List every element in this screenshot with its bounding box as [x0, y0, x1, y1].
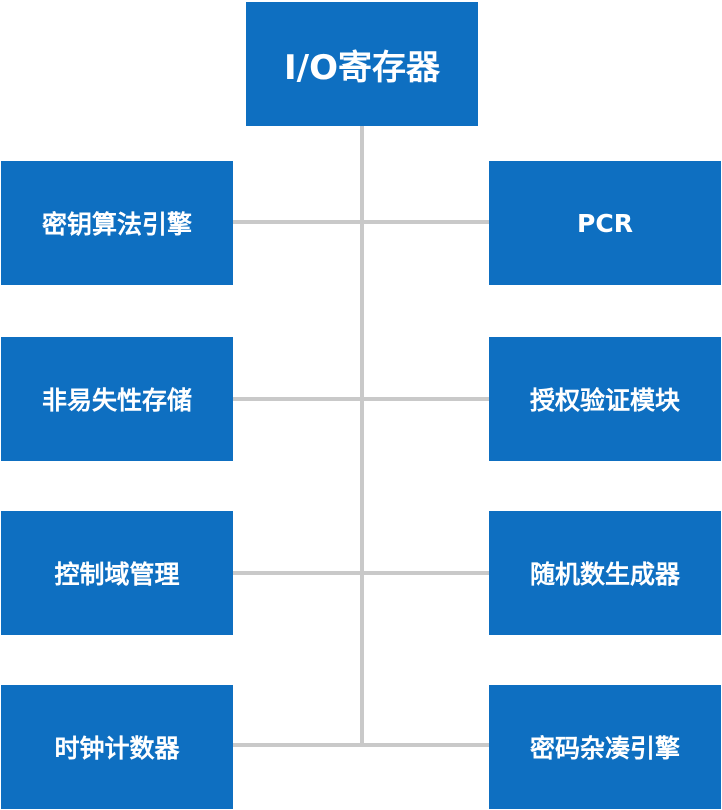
node-authorization-verification-module: 授权验证模块 [489, 337, 721, 461]
node-cryptographic-hash-engine: 密码杂凑引擎 [489, 685, 721, 809]
node-key-algorithm-engine-label: 密钥算法引擎 [41, 210, 192, 239]
node-pcr-label: PCR [577, 208, 633, 238]
node-authorization-verification-module-label: 授权验证模块 [529, 386, 680, 415]
node-control-domain-management: 控制域管理 [1, 511, 233, 635]
node-nonvolatile-storage: 非易失性存储 [1, 337, 233, 461]
node-cryptographic-hash-engine-label: 密码杂凑引擎 [529, 734, 680, 763]
node-clock-counter-label: 时钟计数器 [54, 734, 180, 763]
node-pcr: PCR [489, 161, 721, 285]
node-io-register-label: I/O寄存器 [284, 47, 440, 88]
node-random-number-generator-label: 随机数生成器 [529, 560, 680, 589]
node-random-number-generator: 随机数生成器 [489, 511, 721, 635]
node-clock-counter: 时钟计数器 [1, 685, 233, 809]
node-key-algorithm-engine: 密钥算法引擎 [1, 161, 233, 285]
node-io-register: I/O寄存器 [246, 2, 478, 126]
node-control-domain-management-label: 控制域管理 [54, 560, 180, 589]
node-nonvolatile-storage-label: 非易失性存储 [41, 386, 192, 415]
